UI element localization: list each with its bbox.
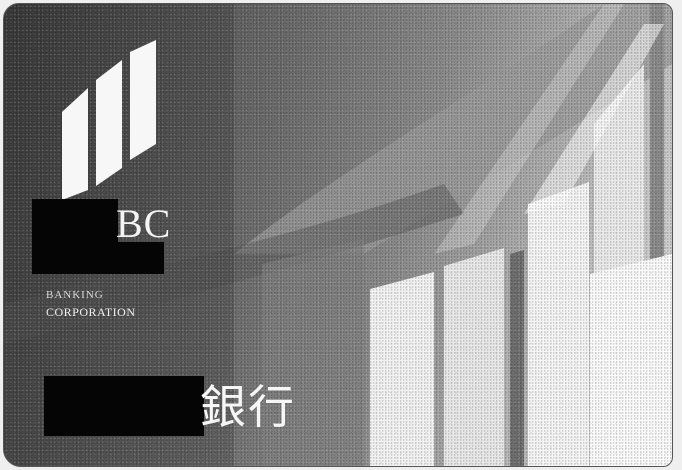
three-panel-mark-icon: [62, 40, 156, 200]
brand-initials: BC: [116, 201, 172, 246]
bank-card: BC BANKING CORPORATION 銀行: [3, 3, 673, 467]
brand-redaction-lower: [32, 242, 164, 274]
bank-name-japanese: 銀行: [200, 380, 296, 434]
bank-name-redaction: [44, 376, 204, 436]
corporation-line: CORPORATION: [46, 305, 136, 319]
banking-line: BANKING: [46, 289, 104, 301]
